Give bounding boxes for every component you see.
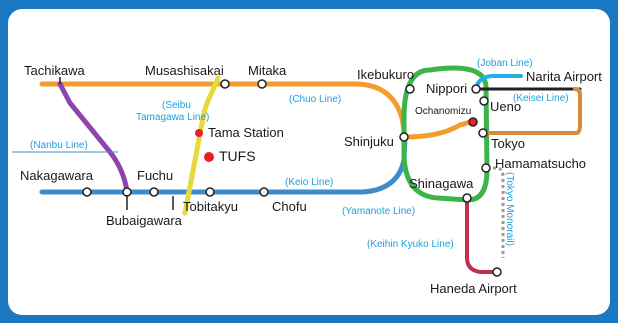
station-marker-shinagawa [462,193,472,203]
line-label-seibu-1: (Seibu [162,100,191,111]
station-marker-haneda [492,267,502,277]
station-nippori: Nippori [426,81,467,96]
line-label-joban: (Joban Line) [477,58,533,69]
station-bubaigawara: Bubaigawara [106,213,183,228]
joban-line [474,74,523,91]
line-label-keisei: (Keisei Line) [513,93,569,104]
keisei-line [478,87,582,135]
line-label-chuo: (Chuo Line) [289,94,341,105]
station-marker-ikebukuro [405,84,415,94]
line-label-seibu-2: Tamagawa Line) [136,112,209,123]
line-label-keio: (Keio Line) [285,177,333,188]
line-label-yamanote: (Yamanote Line) [342,206,415,217]
station-tobitakyu: Tobitakyu [183,199,238,214]
station-chofu: Chofu [272,199,307,214]
station-marker-hamamatsucho [481,163,491,173]
station-marker-tufs [204,152,214,162]
station-ueno: Ueno [490,99,521,114]
station-tokyo: Tokyo [491,136,525,151]
station-marker-mitaka [220,79,230,89]
station-marker-bubaigawara [122,187,132,197]
station-musashisakai: Musashisakai [145,63,224,78]
station-nakagawara: Nakagawara [20,168,94,183]
station-fuchu: Fuchu [137,168,173,183]
station-haneda: Haneda Airport [430,281,517,296]
station-mitaka: Mitaka [248,63,287,78]
station-ochanomizu: Ochanomizu [415,106,471,117]
keihin-kyuko-line [465,196,497,274]
station-tama: Tama Station [208,125,284,140]
line-label-keihin: (Keihin Kyuko Line) [367,239,454,250]
station-marker-tama [195,129,203,137]
station-hamamatsucho: Hamamatsucho [495,156,586,171]
station-narita: Narita Airport [526,69,602,84]
seibu-tamagawa-line [182,75,221,216]
line-label-nanbu: (Nanbu Line) [30,140,88,151]
station-shinjuku: Shinjuku [344,134,394,149]
yamanote-line [401,65,490,203]
map-panel: Tachikawa Musashisakai Mitaka Ikebukuro … [8,9,610,315]
station-marker-nakagawara [82,187,92,197]
line-label-monorail: (Tokyo Monorail) [504,172,515,246]
tokyo-monorail-line [487,166,505,258]
rail-map: Tachikawa Musashisakai Mitaka Ikebukuro … [12,58,602,296]
station-marker-tokyo [478,128,488,138]
station-shinagawa: Shinagawa [409,176,474,191]
station-marker-chofu [259,187,269,197]
station-tachikawa: Tachikawa [24,63,85,78]
station-marker-fuchu [149,187,159,197]
station-ikebukuro: Ikebukuro [357,67,414,82]
station-marker-ochanomizu [468,117,478,127]
station-marker-tobitakyu [205,187,215,197]
station-marker-shinjuku [399,132,409,142]
station-marker-ueno [479,96,489,106]
station-marker-nippori [471,84,481,94]
station-marker-musashisakai [257,79,267,89]
station-tufs: TUFS [219,148,256,164]
